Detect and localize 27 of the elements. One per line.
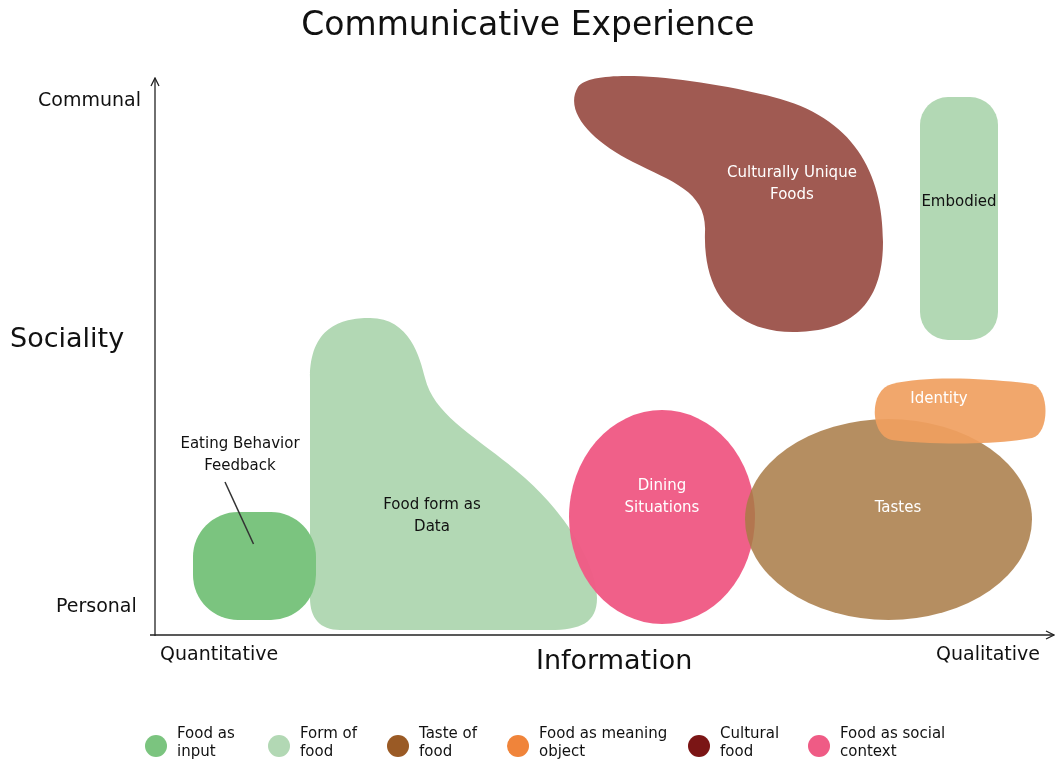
region-label: Embodied <box>920 191 998 212</box>
legend-label: Food as meaning object <box>539 724 669 760</box>
region-blob <box>920 97 998 340</box>
region-label: Dining Situations <box>623 475 701 518</box>
region-label: Culturally Unique Foods <box>727 162 857 205</box>
axis-tick-label: Quantitative <box>160 642 279 664</box>
region-blob <box>872 376 1048 444</box>
region-ellipse <box>569 410 755 624</box>
axis-title: Sociality <box>10 322 125 353</box>
chart-title: Communicative Experience <box>300 4 756 43</box>
axis-tick-label: Qualitative <box>936 642 1040 664</box>
axis-tick-label: Personal <box>56 594 137 616</box>
region-label: Tastes <box>873 497 923 518</box>
callout-text: Eating Behavior Feedback <box>179 433 301 476</box>
legend-label: Taste of food <box>419 724 479 760</box>
region-blob <box>310 318 597 630</box>
leader-line <box>224 481 255 545</box>
region-blob <box>193 512 316 620</box>
region-ellipse <box>745 419 1032 620</box>
axis-tick-label: Communal <box>38 88 141 110</box>
legend-label: Food as input <box>177 724 236 760</box>
legend-label: Food as social context <box>840 724 947 760</box>
legend-label: Form of food <box>300 724 359 760</box>
axis-title: Information <box>536 644 693 675</box>
legend-label: Cultural food <box>720 724 781 760</box>
region-label: Food form as Data <box>382 494 482 537</box>
region-label: Identity <box>909 388 969 409</box>
